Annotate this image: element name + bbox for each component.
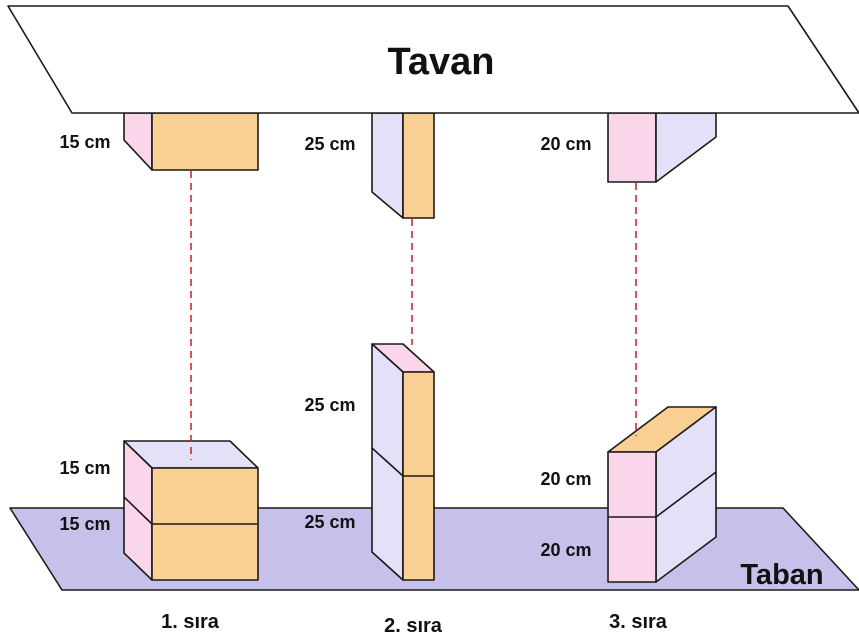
- row3-name: 3. sıra: [609, 611, 668, 633]
- row2-stack-label-bottom: 25 cm: [304, 512, 355, 532]
- row1-stack-label-bottom: 15 cm: [59, 514, 110, 534]
- row3-hanging-block: [607, 112, 717, 183]
- row3-stack-label-top: 20 cm: [540, 469, 591, 489]
- row1-stack-label-top: 15 cm: [59, 458, 110, 478]
- row1-stack: [123, 440, 259, 581]
- row2-name: 2. sıra: [384, 615, 443, 637]
- row2-stack: [371, 343, 435, 581]
- row2-stack-label-top: 25 cm: [304, 395, 355, 415]
- row1-name: 1. sıra: [161, 611, 220, 633]
- row1-hanging-label: 15 cm: [59, 132, 110, 152]
- floor-label: Taban: [740, 559, 823, 591]
- row2-hanging-block: [371, 112, 435, 219]
- row3-hanging-label: 20 cm: [540, 134, 591, 154]
- row2-hanging-label: 25 cm: [304, 134, 355, 154]
- row3-stack: [607, 406, 717, 583]
- ceiling-label: Tavan: [387, 41, 494, 83]
- row1-hanging-block: [123, 112, 259, 171]
- ceiling-plane: [7, 5, 859, 114]
- row3-stack-label-bottom: 20 cm: [540, 540, 591, 560]
